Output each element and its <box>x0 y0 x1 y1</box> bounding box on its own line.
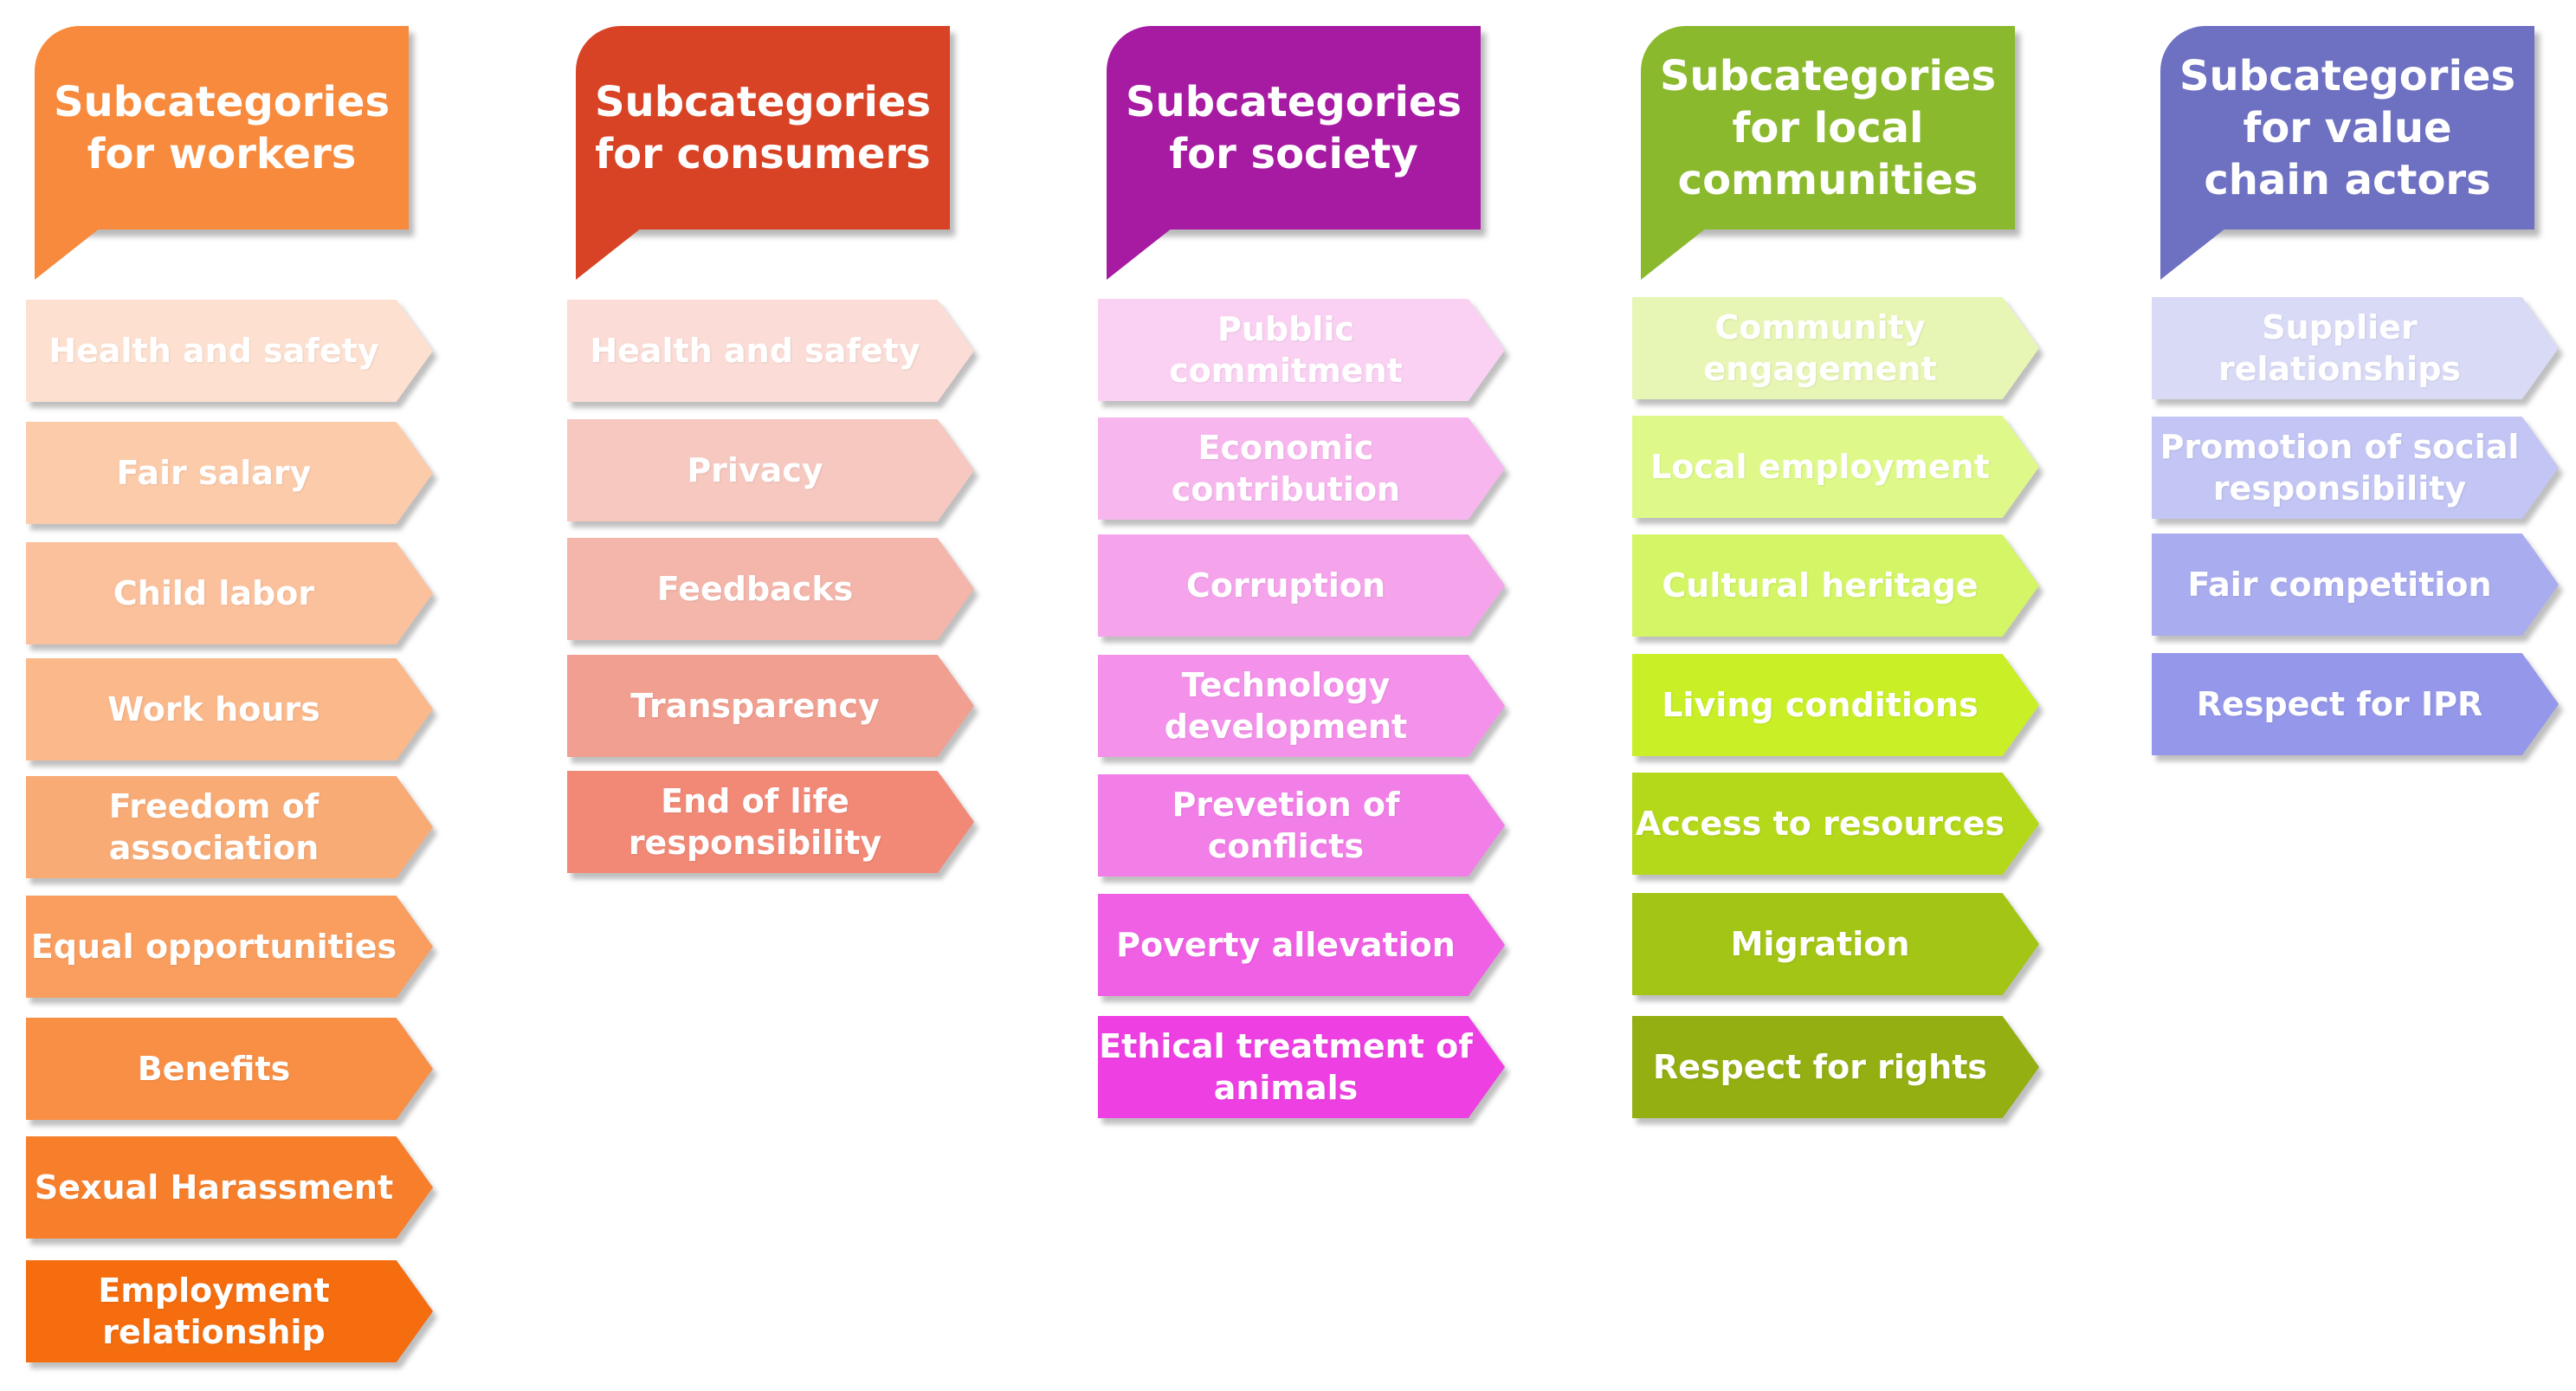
subcategory-item: Local employment <box>1632 416 2039 518</box>
subcategory-item: Equal opportunities <box>26 896 433 998</box>
subcategory-item: Ethical treatment of animals <box>1098 1016 1505 1118</box>
column-header: Subcategories for society <box>1107 26 1481 230</box>
subcategory-item: Migration <box>1632 893 2039 995</box>
subcategory-item: Respect for IPR <box>2152 653 2559 755</box>
subcategory-item: Child labor <box>26 542 433 644</box>
subcategory-item: Living conditions <box>1632 654 2039 756</box>
column-header: Subcategories for consumers <box>576 26 950 230</box>
subcategory-item: Privacy <box>567 419 974 521</box>
subcategory-item: Respect for rights <box>1632 1016 2039 1118</box>
society-column: Subcategories for society Pubblic commit… <box>1098 0 1531 1391</box>
subcategory-item: Transparency <box>567 655 974 757</box>
subcategory-item: Promotion of social responsibility <box>2152 417 2559 519</box>
subcategory-item: Economic contribution <box>1098 417 1505 520</box>
workers-column: Subcategories for workers Health and saf… <box>26 0 459 1391</box>
header-tail <box>576 228 642 280</box>
value-chain-column: Subcategories for value chain actors Sup… <box>2152 0 2576 1391</box>
subcategory-item: Cultural heritage <box>1632 534 2039 637</box>
header-tail <box>1641 228 1707 280</box>
local-communities-column: Subcategories for local communities Comm… <box>1632 0 2065 1391</box>
column-header: Subcategories for value chain actors <box>2160 26 2534 230</box>
subcategory-item: Feedbacks <box>567 538 974 640</box>
subcategory-item: Pubblic commitment <box>1098 299 1505 401</box>
header-tail <box>35 228 100 280</box>
subcategory-item: Community engagement <box>1632 297 2039 399</box>
column-header: Subcategories for workers <box>35 26 409 230</box>
header-tail <box>1107 228 1172 280</box>
subcategory-item: Access to resources <box>1632 773 2039 875</box>
subcategory-item: Health and safety <box>26 300 433 402</box>
consumers-column: Subcategories for consumers Health and s… <box>567 0 1000 1391</box>
subcategory-item: End of life responsibility <box>567 771 974 873</box>
subcategory-item: Benefits <box>26 1018 433 1120</box>
subcategory-item: Employment relationship <box>26 1260 433 1362</box>
column-header: Subcategories for local communities <box>1641 26 2015 230</box>
subcategory-item: Poverty allevation <box>1098 894 1505 996</box>
subcategory-item: Work hours <box>26 658 433 760</box>
subcategory-item: Technology development <box>1098 655 1505 757</box>
subcategory-item: Fair salary <box>26 422 433 524</box>
subcategory-item: Freedom of association <box>26 776 433 878</box>
subcategory-item: Prevetion of conflicts <box>1098 774 1505 877</box>
subcategory-item: Sexual Harassment <box>26 1136 433 1239</box>
subcategory-item: Corruption <box>1098 534 1505 637</box>
subcategory-item: Health and safety <box>567 300 974 402</box>
header-tail <box>2160 228 2226 280</box>
subcategory-item: Supplier relationships <box>2152 297 2559 399</box>
subcategory-item: Fair competition <box>2152 534 2559 636</box>
